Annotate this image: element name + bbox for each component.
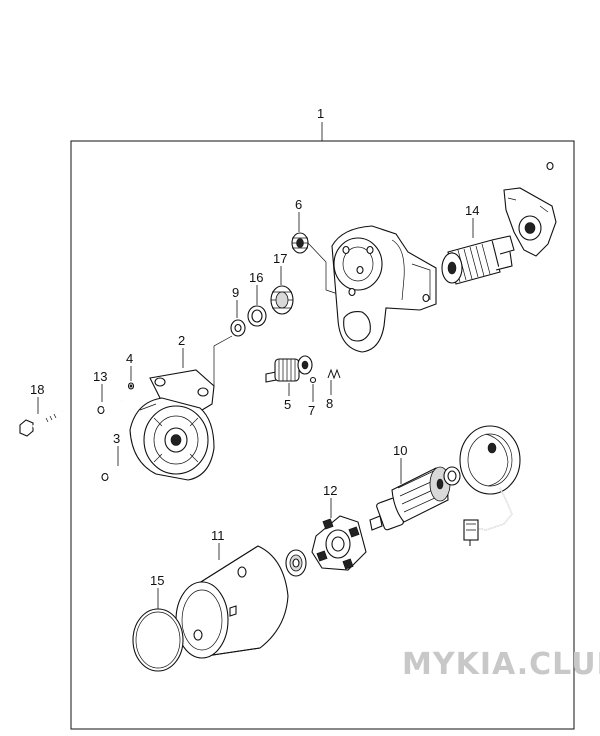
- part-6-gear: [291, 232, 309, 254]
- part-3-through-bolt: [101, 458, 141, 482]
- label-14: 14: [465, 203, 479, 218]
- label-9: 9: [232, 285, 239, 300]
- part-5-pinion: [265, 355, 313, 383]
- drive-housing: [331, 225, 437, 353]
- label-2: 2: [178, 333, 185, 348]
- bearing: [285, 549, 307, 577]
- label-13: 13: [93, 369, 107, 384]
- part-11-yoke: [175, 545, 289, 659]
- label-8: 8: [326, 396, 333, 411]
- watermark: MYKIA.CLUB: [402, 647, 600, 682]
- assembly-dashline-6: [307, 242, 339, 295]
- label-3: 3: [113, 431, 120, 446]
- label-15: 15: [150, 573, 164, 588]
- label-4: 4: [126, 351, 133, 366]
- part-17-gear: [270, 285, 294, 315]
- part-16-ring: [247, 305, 267, 327]
- part-4-washer: [127, 382, 135, 390]
- label-1: 1: [317, 106, 324, 121]
- part-15-o-ring: [132, 608, 184, 672]
- part-14-magnetic-switch: [441, 235, 515, 285]
- part-18-bolt: [19, 409, 63, 437]
- label-7: 7: [308, 403, 315, 418]
- part-2-front-bracket: [129, 369, 215, 481]
- label-18: 18: [30, 382, 44, 397]
- label-10: 10: [393, 443, 407, 458]
- part-10-armature: [369, 466, 461, 531]
- label-6: 6: [295, 197, 302, 212]
- label-5: 5: [284, 397, 291, 412]
- rear-cover-plate: [503, 161, 557, 257]
- assembly-frame: [70, 140, 575, 730]
- part-13-bolt: [97, 400, 123, 415]
- part-8-spring: [327, 368, 341, 380]
- label-11: 11: [211, 528, 225, 543]
- part-12-brush-holder: [311, 515, 367, 571]
- assembly-dashline-2: [213, 335, 233, 386]
- rear-housing: [459, 425, 521, 546]
- label-17: 17: [273, 251, 287, 266]
- part-7-ball: [309, 376, 317, 384]
- label-16: 16: [249, 270, 263, 285]
- label-12: 12: [323, 483, 337, 498]
- part-9-washer: [230, 319, 246, 337]
